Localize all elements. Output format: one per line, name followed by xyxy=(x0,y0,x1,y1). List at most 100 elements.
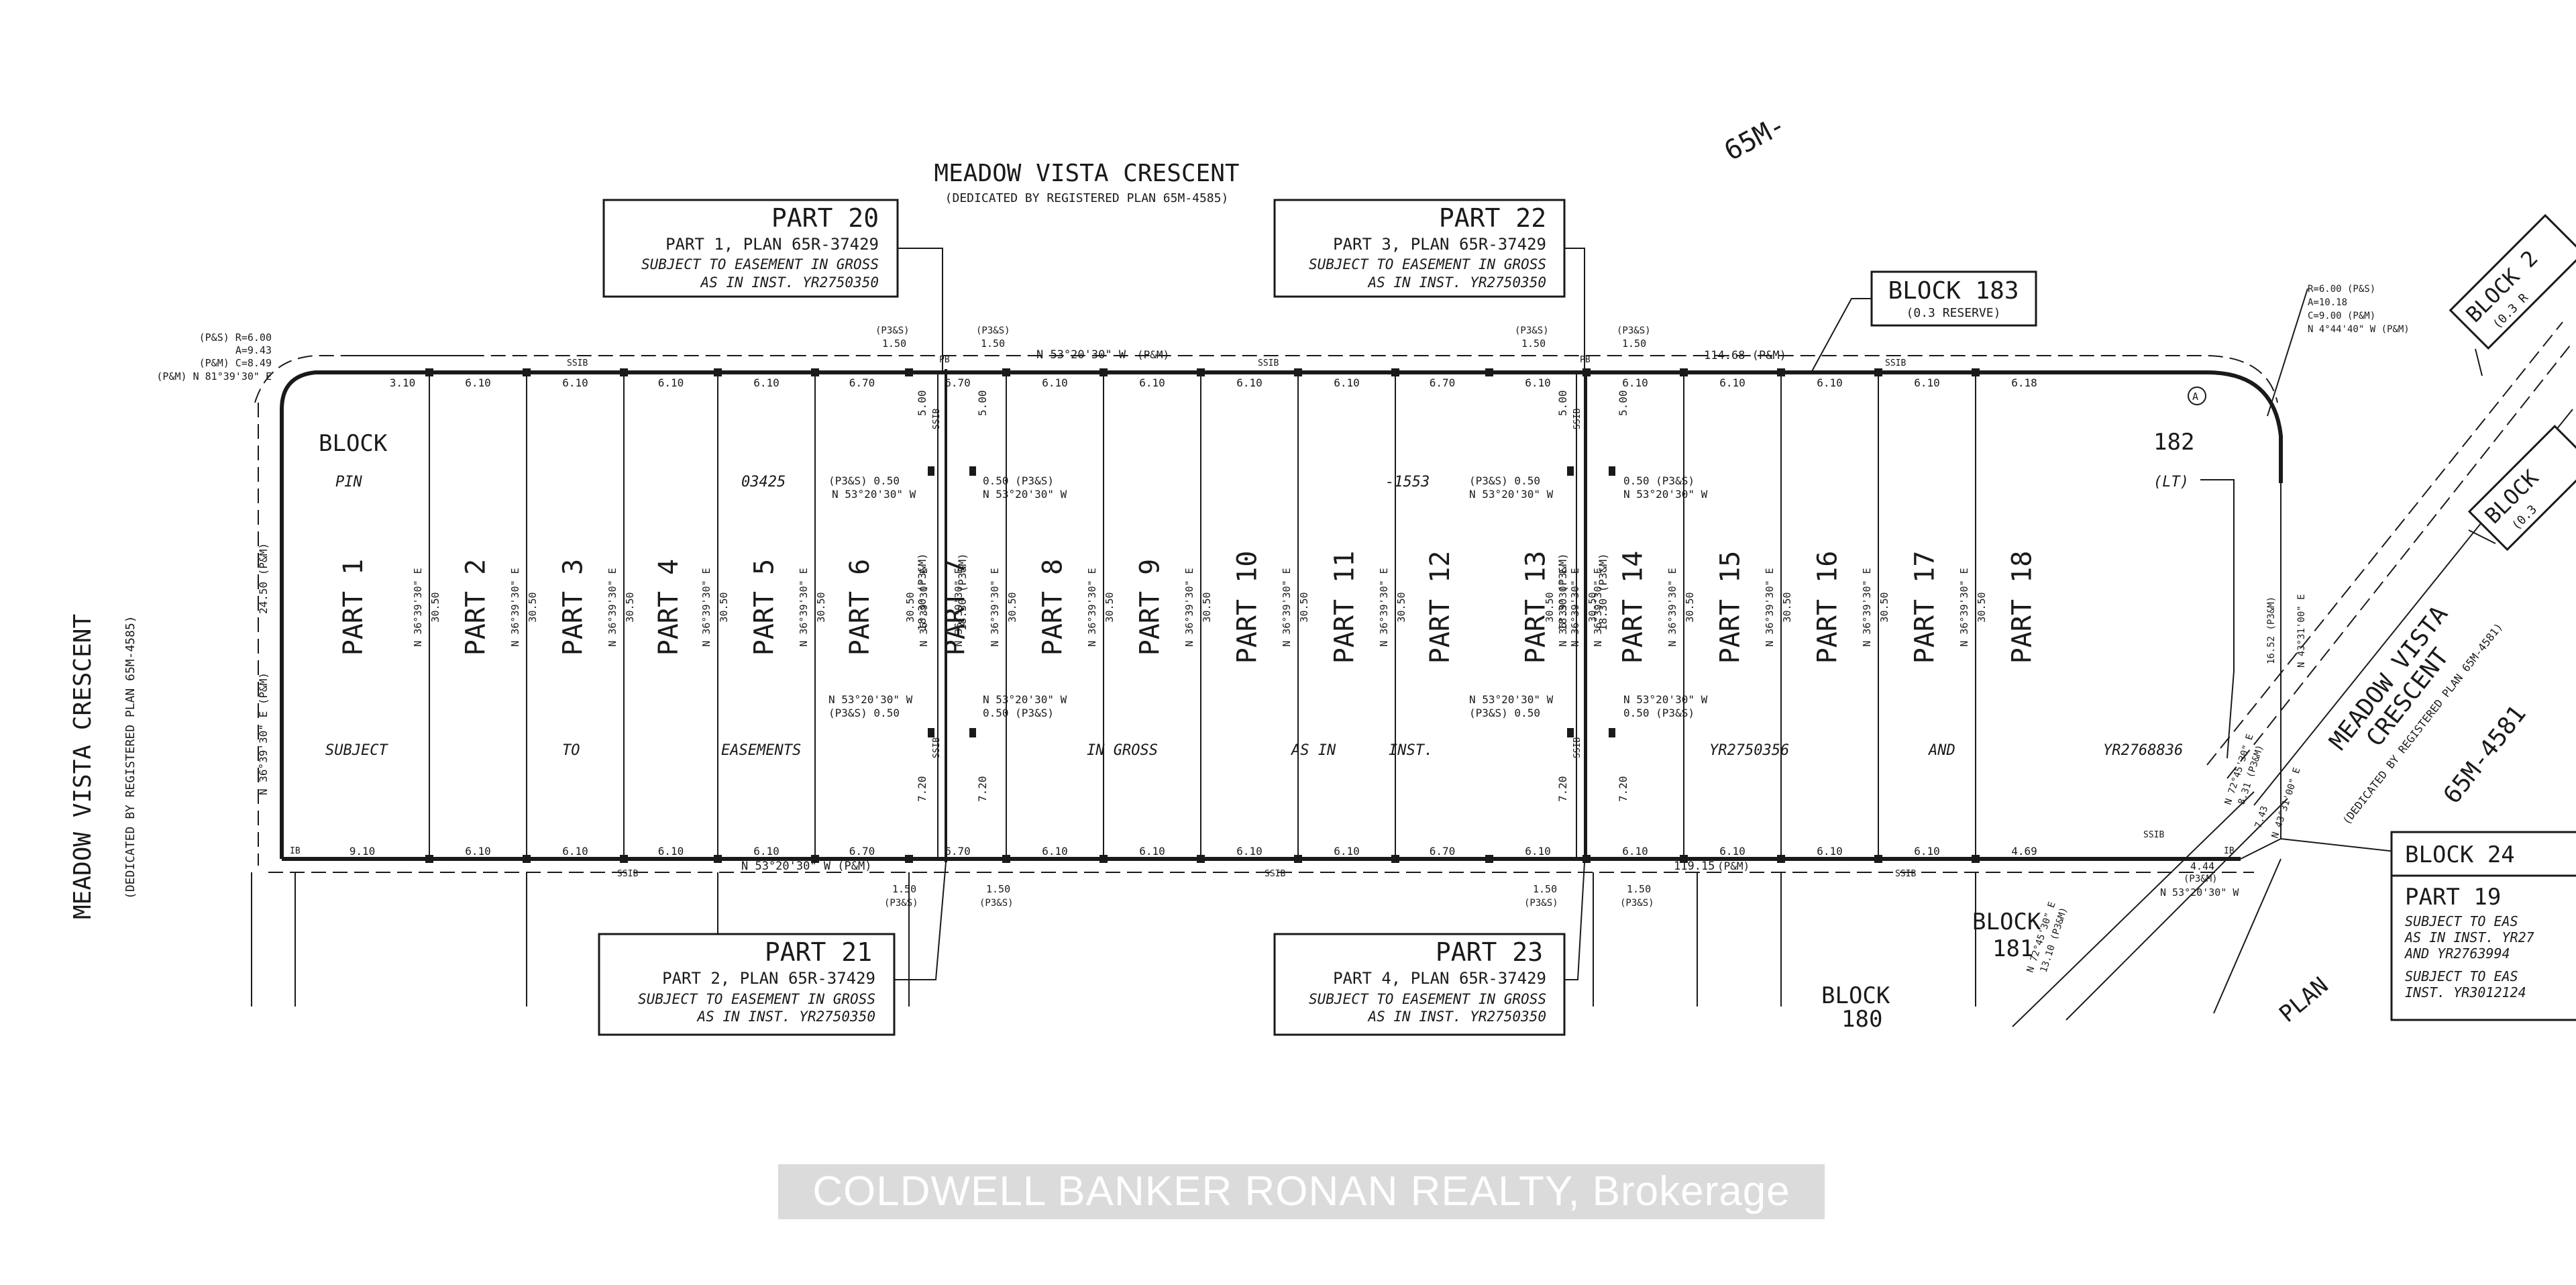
lot-depth: 30.50 xyxy=(904,592,916,622)
frontage-top: 6.18 xyxy=(2011,376,2037,389)
block-180-label: BLOCK xyxy=(1821,982,1890,1009)
easement-lines xyxy=(937,369,1587,862)
callout-part-21: PART 21 PART 2, PLAN 65R-37429 SUBJECT T… xyxy=(598,862,947,1036)
svg-text:IB: IB xyxy=(290,846,301,856)
svg-text:(P3&S): (P3&S) xyxy=(1617,325,1651,336)
svg-text:1.50: 1.50 xyxy=(882,338,906,350)
svg-text:PART 22: PART 22 xyxy=(1439,203,1546,233)
svg-text:SSIB: SSIB xyxy=(1895,869,1916,879)
lot-bearing: N 36°39'30" E xyxy=(1183,568,1195,646)
lot-bearing: N 36°39'30" E xyxy=(918,568,930,646)
left-street-name: MEADOW VISTA CRESCENT xyxy=(69,614,97,919)
frontage-top: 6.10 xyxy=(1042,376,1068,389)
svg-text:(P3&S): (P3&S) xyxy=(884,898,918,909)
svg-text:18.30 (P3&M): 18.30 (P3&M) xyxy=(916,553,928,631)
part-label: PART 10 xyxy=(1232,551,1263,664)
bottom-overall-pm: (P&M) xyxy=(1717,860,1750,872)
frontage-top: 6.10 xyxy=(1525,376,1551,389)
part-label: PART 5 xyxy=(749,559,780,656)
svg-text:SSIB: SSIB xyxy=(567,358,588,368)
easement-annotations-left: (P3&S) 1.50 (P3&S) 1.50 PB (P3&S) 0.50 N… xyxy=(828,325,1067,909)
svg-text:(P3&S) 0.50: (P3&S) 0.50 xyxy=(828,707,900,719)
svg-text:SUBJECT TO EASEMENT IN GROSS: SUBJECT TO EASEMENT IN GROSS xyxy=(641,256,879,272)
right-curve-data: R=6.00 (P&S) A=10.18 C=9.00 (P&M) N 4°44… xyxy=(2267,284,2410,417)
svg-text:PART 4, PLAN 65R-37429: PART 4, PLAN 65R-37429 xyxy=(1333,969,1546,988)
svg-text:PART 21: PART 21 xyxy=(765,937,872,967)
svg-text:1.50: 1.50 xyxy=(1521,338,1546,350)
frontage-bottom: 6.10 xyxy=(465,845,491,858)
corner-marker xyxy=(1197,368,1205,376)
frontage-bottom: 6.10 xyxy=(753,845,780,858)
frontage-bottom: 6.10 xyxy=(1525,845,1551,858)
callout-part-19: BLOCK 24 PART 19 SUBJECT TO EAS AS IN IN… xyxy=(2390,831,2576,1021)
part-label: PART 9 xyxy=(1135,559,1166,656)
lot-depth: 30.50 xyxy=(718,592,730,622)
part-label: PART 18 xyxy=(2007,551,2038,664)
frontage-top: 6.10 xyxy=(753,376,780,389)
corner-marker xyxy=(1485,855,1493,863)
left-dist: 24.50 (P&M) xyxy=(257,543,270,614)
frontage-bottom: 6.10 xyxy=(1236,845,1263,858)
frontage-bottom: 6.10 xyxy=(658,845,684,858)
frontage-bottom: 6.10 xyxy=(1139,845,1165,858)
corner-marker xyxy=(1294,855,1302,863)
svg-text:SSIB: SSIB xyxy=(932,737,942,758)
svg-text:0.50 (P3&S): 0.50 (P3&S) xyxy=(1623,707,1695,719)
svg-text:C=9.00 (P&M): C=9.00 (P&M) xyxy=(2308,311,2375,321)
corner-marker xyxy=(1777,368,1785,376)
svg-text:N 53°20'30" W: N 53°20'30" W xyxy=(1623,693,1708,706)
overlay-subject: SUBJECT xyxy=(325,742,388,759)
frontage-bottom: 6.10 xyxy=(1914,845,1940,858)
svg-text:(P3&S): (P3&S) xyxy=(1515,325,1549,336)
corner-marker xyxy=(425,855,433,863)
top-overall-dist: 114.68 (P&M) xyxy=(1704,349,1786,362)
svg-text:SUBJECT TO EASEMENT IN GROSS: SUBJECT TO EASEMENT IN GROSS xyxy=(1309,991,1546,1007)
svg-text:PART 3, PLAN 65R-37429: PART 3, PLAN 65R-37429 xyxy=(1333,235,1546,254)
lot-depth: 30.50 xyxy=(1587,592,1599,622)
corner-marker xyxy=(1294,368,1302,376)
svg-text:AS IN INST. YR27: AS IN INST. YR27 xyxy=(2404,929,2534,945)
part-label: PART 6 xyxy=(845,559,875,656)
svg-text:7.20: 7.20 xyxy=(976,776,989,802)
corner-marker xyxy=(1002,368,1010,376)
easement-markers xyxy=(928,466,1615,737)
bottom-plan-label: PLAN xyxy=(2274,972,2333,1028)
right-boundary-bearings: 16.52 (P3&M) N 43°31'00" E N 72°45'30" E… xyxy=(2025,594,2402,974)
lot-bearing: N 36°39'30" E xyxy=(700,568,712,646)
block-181-label: BLOCK xyxy=(1972,909,2041,935)
lot-bearing: N 36°39'30" E xyxy=(1958,568,1970,646)
lot-depth: 30.50 xyxy=(1201,592,1213,622)
svg-text:(P3&S): (P3&S) xyxy=(1524,898,1558,909)
part-label: PART 16 xyxy=(1813,551,1843,664)
overlay-03425: 03425 xyxy=(741,474,786,491)
svg-text:SSIB: SSIB xyxy=(1885,358,1906,368)
lot-depth: 30.50 xyxy=(1976,592,1988,622)
corner-marker xyxy=(1002,855,1010,863)
lot-depth: 30.50 xyxy=(1544,592,1556,622)
svg-text:4.44: 4.44 xyxy=(2190,860,2214,872)
svg-text:(P3&S) 0.50: (P3&S) 0.50 xyxy=(828,474,900,487)
corner-marker xyxy=(1972,368,1980,376)
svg-text:N 43°31'00" E: N 43°31'00" E xyxy=(2270,766,2303,839)
lot-bearing: N 36°39'30" E xyxy=(1666,568,1678,646)
top-street-dedication: (DEDICATED BY REGISTERED PLAN 65M-4585) xyxy=(945,191,1229,205)
corner-marker xyxy=(1197,855,1205,863)
lot-bearing: N 36°39'30" E xyxy=(509,568,521,646)
corner-marker xyxy=(905,368,913,376)
svg-text:SSIB: SSIB xyxy=(932,409,942,429)
part-label: PART 13 xyxy=(1521,551,1552,664)
svg-text:AS IN INST. YR2750350: AS IN INST. YR2750350 xyxy=(696,1009,875,1025)
svg-text:PART 1, PLAN 65R-37429: PART 1, PLAN 65R-37429 xyxy=(665,235,879,254)
svg-text:R=6.00 (P&S): R=6.00 (P&S) xyxy=(2308,284,2375,295)
svg-text:(P3&S) 0.50: (P3&S) 0.50 xyxy=(1469,474,1540,487)
part-label: PART 1 xyxy=(338,559,369,656)
frontage-top: 6.10 xyxy=(1334,376,1360,389)
lot-depth: 30.50 xyxy=(1395,592,1407,622)
frontage-top: 6.70 xyxy=(945,376,971,389)
part-label: PART 4 xyxy=(653,559,684,656)
svg-text:1.50: 1.50 xyxy=(1533,883,1557,895)
overlay-pin: PIN xyxy=(335,474,362,491)
easement-annotations-right: (P3&S) 1.50 (P3&S) 1.50 PB (P3&S) 0.50 N… xyxy=(1469,325,1708,909)
svg-text:1.50: 1.50 xyxy=(981,338,1005,350)
svg-text:BLOCK 24: BLOCK 24 xyxy=(2405,841,2515,868)
